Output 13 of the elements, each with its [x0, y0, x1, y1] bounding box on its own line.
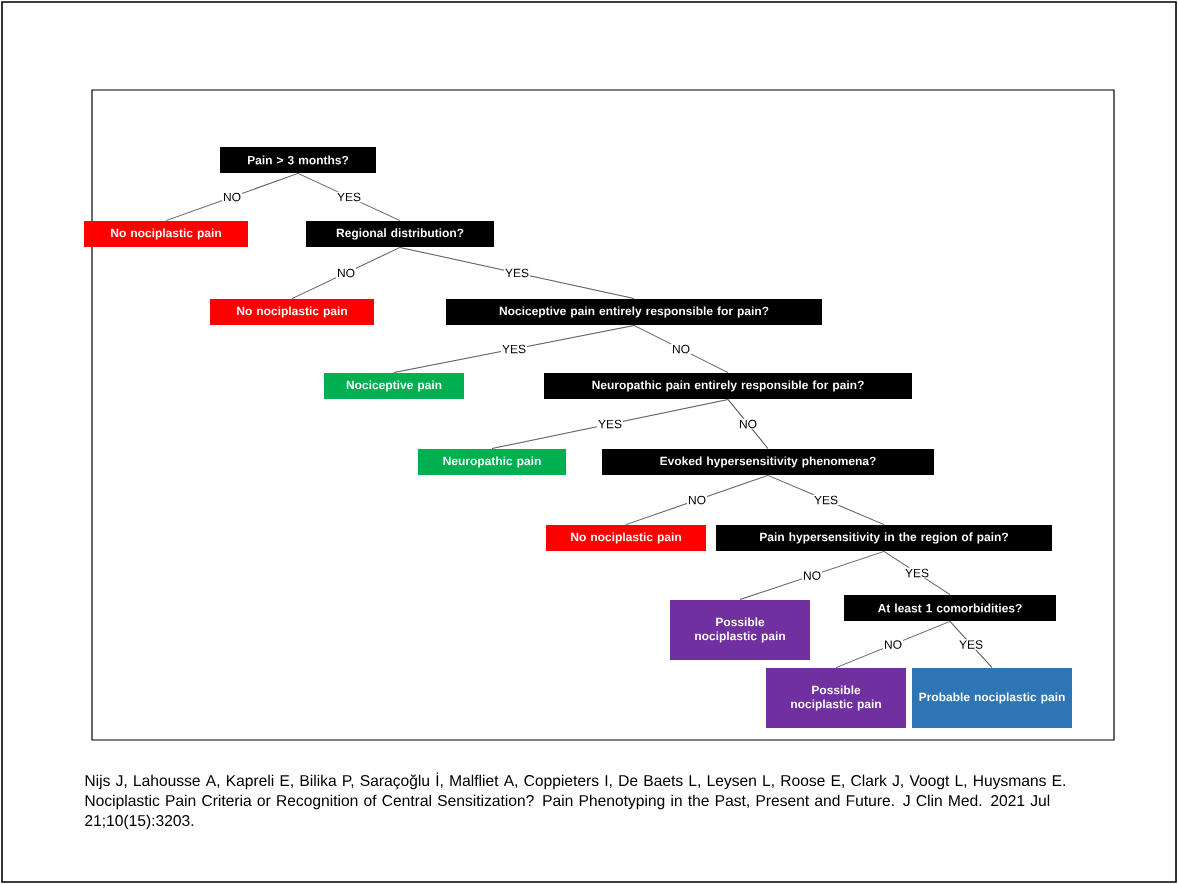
connector-line [883, 550, 951, 596]
connector-line [399, 246, 635, 300]
connector-line [291, 246, 401, 300]
connector-line [835, 620, 951, 669]
connector-line [625, 474, 769, 526]
connector-line [633, 324, 729, 374]
connector-line [297, 172, 401, 222]
connector-line [393, 324, 635, 374]
connector-line [767, 474, 885, 526]
connector-line [491, 398, 729, 450]
connector-line [739, 550, 885, 601]
connector-line [949, 620, 993, 669]
connector-line [165, 172, 299, 222]
